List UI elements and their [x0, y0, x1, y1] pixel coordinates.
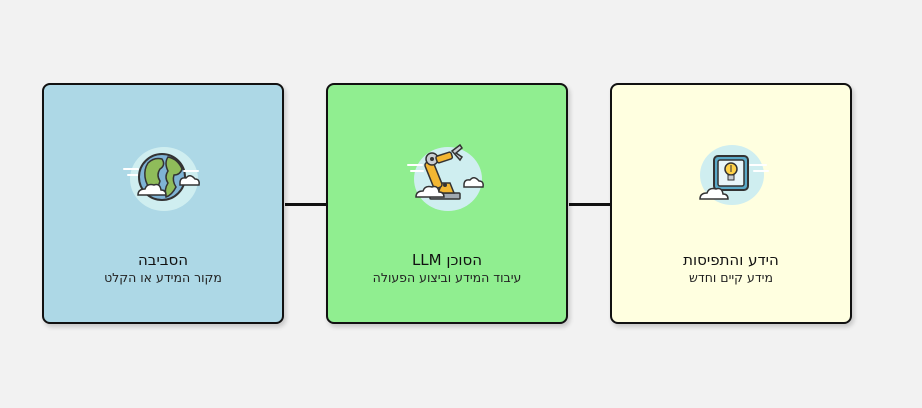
- robot-arm-icon: [407, 143, 484, 211]
- node-subtitle: עיבוד המידע וביצוע הפעולה: [372, 270, 522, 285]
- node-subtitle: מקור המידע או הקלט: [104, 270, 222, 285]
- node-title: הידע והתפיסות: [683, 251, 779, 269]
- connector-agent-knowledge: [569, 203, 611, 206]
- node-title: הסוכן LLM: [411, 251, 483, 269]
- node-subtitle: מידע קיים וחדש: [689, 270, 773, 285]
- node-knowledge: הידע והתפיסות מידע קיים וחדש: [610, 83, 852, 324]
- connector-environment-agent: [285, 203, 327, 206]
- node-title: הסביבה: [137, 251, 189, 269]
- node-environment: הסביבה מקור המידע או הקלט: [42, 83, 284, 324]
- globe-icon: [123, 147, 200, 211]
- node-agent: הסוכן LLM עיבוד המידע וביצוע הפעולה: [326, 83, 568, 324]
- lightbulb-icon: [699, 145, 769, 205]
